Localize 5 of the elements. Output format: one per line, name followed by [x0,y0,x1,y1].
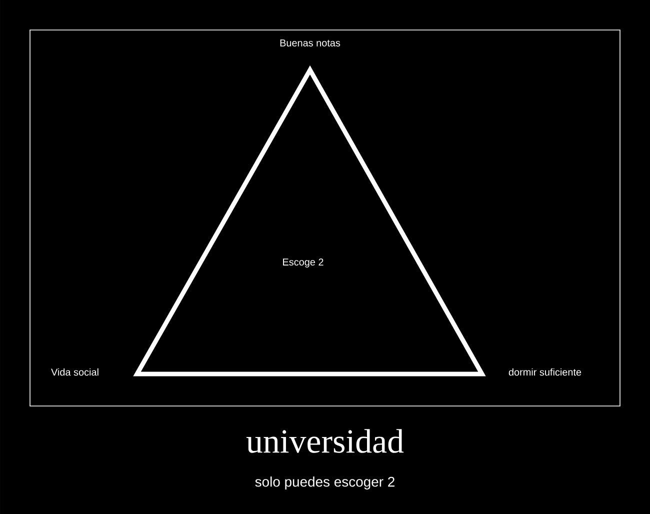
vertex-label: Buenas notas [280,40,340,46]
caption: solo puedes escoger 2 [255,476,394,490]
vertex-label: Vida social [51,368,98,376]
vertex-label: dormir suficiente [508,368,582,376]
title: universidad [246,429,404,453]
